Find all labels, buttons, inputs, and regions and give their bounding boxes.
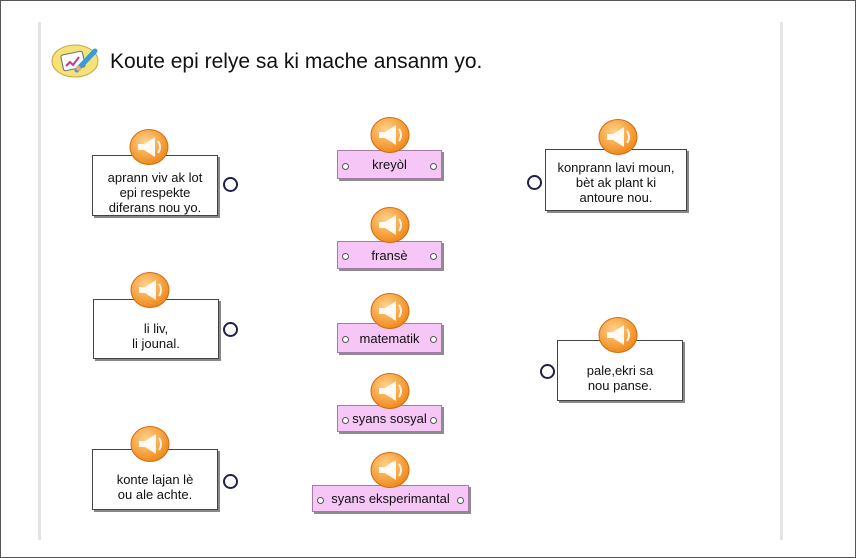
speaker-icon[interactable] xyxy=(129,128,169,166)
middle-pill-5[interactable]: syans eksperimantal xyxy=(312,485,469,512)
speaker-icon[interactable] xyxy=(598,118,638,156)
speaker-icon[interactable] xyxy=(370,292,410,330)
speaker-icon[interactable] xyxy=(130,425,170,463)
card-text: pale,ekri sa nou panse. xyxy=(586,362,654,393)
pill-text: syans sosyal xyxy=(352,411,427,426)
speaker-icon[interactable] xyxy=(370,116,410,154)
port-dot xyxy=(317,496,324,504)
middle-pill-1[interactable]: kreyòl xyxy=(337,150,442,179)
port-dot xyxy=(430,416,437,424)
left-rail xyxy=(38,22,41,540)
pill-text: fransè xyxy=(371,247,408,263)
speaker-icon[interactable] xyxy=(598,316,638,354)
port-dot xyxy=(342,162,349,170)
right-card-1[interactable]: konprann lavi moun, bèt ak plant ki anto… xyxy=(545,149,687,211)
port-dot xyxy=(430,336,437,343)
card-text: aprann viv ak lot epi respekte diferans … xyxy=(107,170,203,215)
speaker-icon[interactable] xyxy=(130,271,170,309)
speaker-icon[interactable] xyxy=(370,451,410,489)
port-dot xyxy=(342,416,349,424)
left-card-2[interactable]: li liv, li jounal. xyxy=(93,299,219,359)
connector-dot[interactable] xyxy=(223,322,238,337)
instruction-title: Koute epi relye sa ki mache ansanm yo. xyxy=(110,50,483,73)
connector-dot[interactable] xyxy=(223,474,238,489)
left-card-1[interactable]: aprann viv ak lot epi respekte diferans … xyxy=(92,155,218,216)
port-dot xyxy=(342,253,349,260)
connector-dot[interactable] xyxy=(223,177,238,192)
port-dot xyxy=(342,336,349,343)
card-text: konprann lavi moun, bèt ak plant ki anto… xyxy=(557,159,675,205)
port-dot xyxy=(430,253,437,260)
speaker-icon[interactable] xyxy=(370,372,410,410)
card-text: konte lajan lè ou ale achte. xyxy=(116,471,194,502)
connector-dot[interactable] xyxy=(527,175,542,190)
connector-dot[interactable] xyxy=(540,364,555,379)
speaker-icon[interactable] xyxy=(370,206,410,244)
pill-text: syans eksperimantal xyxy=(331,491,450,506)
port-dot xyxy=(457,496,464,504)
port-dot xyxy=(430,162,437,170)
middle-pill-4[interactable]: syans sosyal xyxy=(337,405,442,432)
pill-text: matematik xyxy=(359,330,420,346)
right-rail xyxy=(780,22,783,540)
pill-text: kreyòl xyxy=(372,157,407,172)
card-text: li liv, li jounal. xyxy=(132,321,180,351)
middle-pill-2[interactable]: fransè xyxy=(337,241,442,269)
pencil-sheet-icon xyxy=(51,44,99,78)
